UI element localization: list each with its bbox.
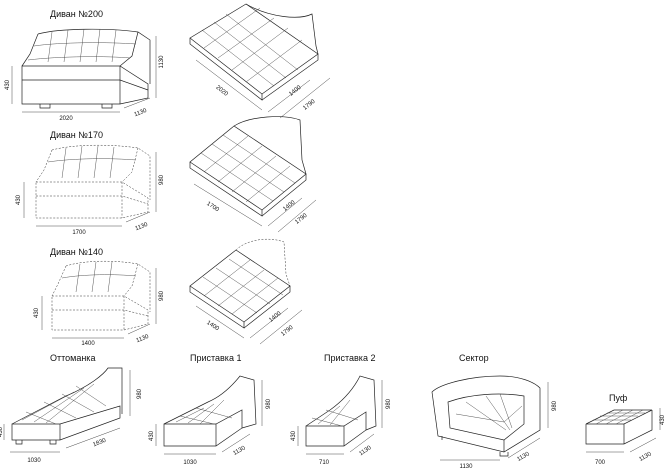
sofa-200-top-depth-label: 1790 [302, 98, 317, 111]
sofa-200-top-width-label: 2020 [215, 85, 230, 98]
pristavka-1-drawing [155, 375, 263, 455]
puf-height-label: 430 [660, 414, 666, 425]
ottomanka-seat-height-label: 430 [0, 426, 4, 437]
sofa-170-width-label: 1700 [72, 230, 86, 236]
ottomanka-width-label: 1030 [27, 458, 41, 464]
pristavka-2-height-label: 980 [386, 398, 392, 409]
sofa-200-top-drawing [189, 3, 331, 119]
puf-drawing [585, 408, 661, 453]
sofa-170-top-width-label: 1700 [205, 201, 220, 214]
sofa-140-top-seat-label: 1400 [268, 310, 283, 323]
sektor-drawing [431, 375, 549, 461]
title-sektor: Сектор [459, 353, 489, 363]
title-divan-170: Диван №170 [50, 130, 103, 140]
pristavka-2-drawing [297, 375, 383, 455]
pristavka-1-height-label: 980 [266, 398, 272, 409]
sofa-140-top-drawing [189, 239, 303, 345]
sofa-140-height-label: 430 [34, 307, 40, 318]
sofa-200-total-height-label: 1130 [159, 55, 165, 69]
pristavka-1-seat-height-label: 430 [149, 430, 155, 441]
pristavka-2-width-label: 710 [319, 460, 330, 466]
sofa-140-front-drawing [41, 260, 157, 339]
pristavka-1-width-label: 1030 [183, 460, 197, 466]
ottomanka-length-label: 1830 [92, 438, 107, 449]
title-ottomanka: Оттоманка [50, 353, 96, 363]
sofa-140-total-height-label: 980 [159, 290, 165, 301]
sektor-width-label: 1130 [460, 464, 474, 470]
sofa-170-height-label: 430 [16, 194, 22, 205]
ottomanka-height-label: 980 [137, 388, 143, 399]
sofa-170-total-height-label: 980 [159, 174, 165, 185]
sofa-170-top-seat-label: 1400 [282, 199, 297, 212]
puf-width-label: 700 [595, 460, 606, 466]
pristavka-2-seat-height-label: 430 [291, 430, 297, 441]
sofa-140-width-label: 1400 [81, 341, 95, 347]
sofa-170-front-drawing [23, 144, 157, 227]
title-puf: Пуф [609, 393, 628, 403]
sofa-200-front-drawing [11, 28, 157, 113]
ottomanka-drawing [3, 367, 131, 453]
sektor-height-label: 980 [552, 400, 558, 411]
sofa-140-top-depth-label: 1790 [280, 324, 295, 337]
title-divan-200: Диван №200 [50, 9, 103, 19]
puf-depth-label: 1130 [638, 451, 653, 463]
sektor-depth-label: 1130 [516, 451, 531, 463]
title-pristavka-1: Приставка 1 [190, 353, 242, 363]
sofa-140-depth-label: 1130 [136, 334, 151, 345]
sofa-170-top-depth-label: 1790 [294, 212, 309, 225]
title-divan-140: Диван №140 [50, 247, 103, 257]
sofa-200-top-seat-label: 1400 [288, 84, 303, 97]
sofa-200-height-label: 430 [5, 79, 11, 90]
sofa-140-top-width-label: 1400 [205, 320, 220, 333]
sofa-170-depth-label: 1130 [135, 222, 150, 233]
title-pristavka-2: Приставка 2 [324, 353, 376, 363]
sofa-200-width-label: 2020 [59, 116, 73, 122]
pristavka-2-depth-label: 1130 [358, 445, 373, 458]
pristavka-1-depth-label: 1130 [232, 445, 247, 457]
sofa-170-top-drawing [189, 116, 317, 233]
sofa-200-depth-label: 1130 [134, 108, 149, 119]
